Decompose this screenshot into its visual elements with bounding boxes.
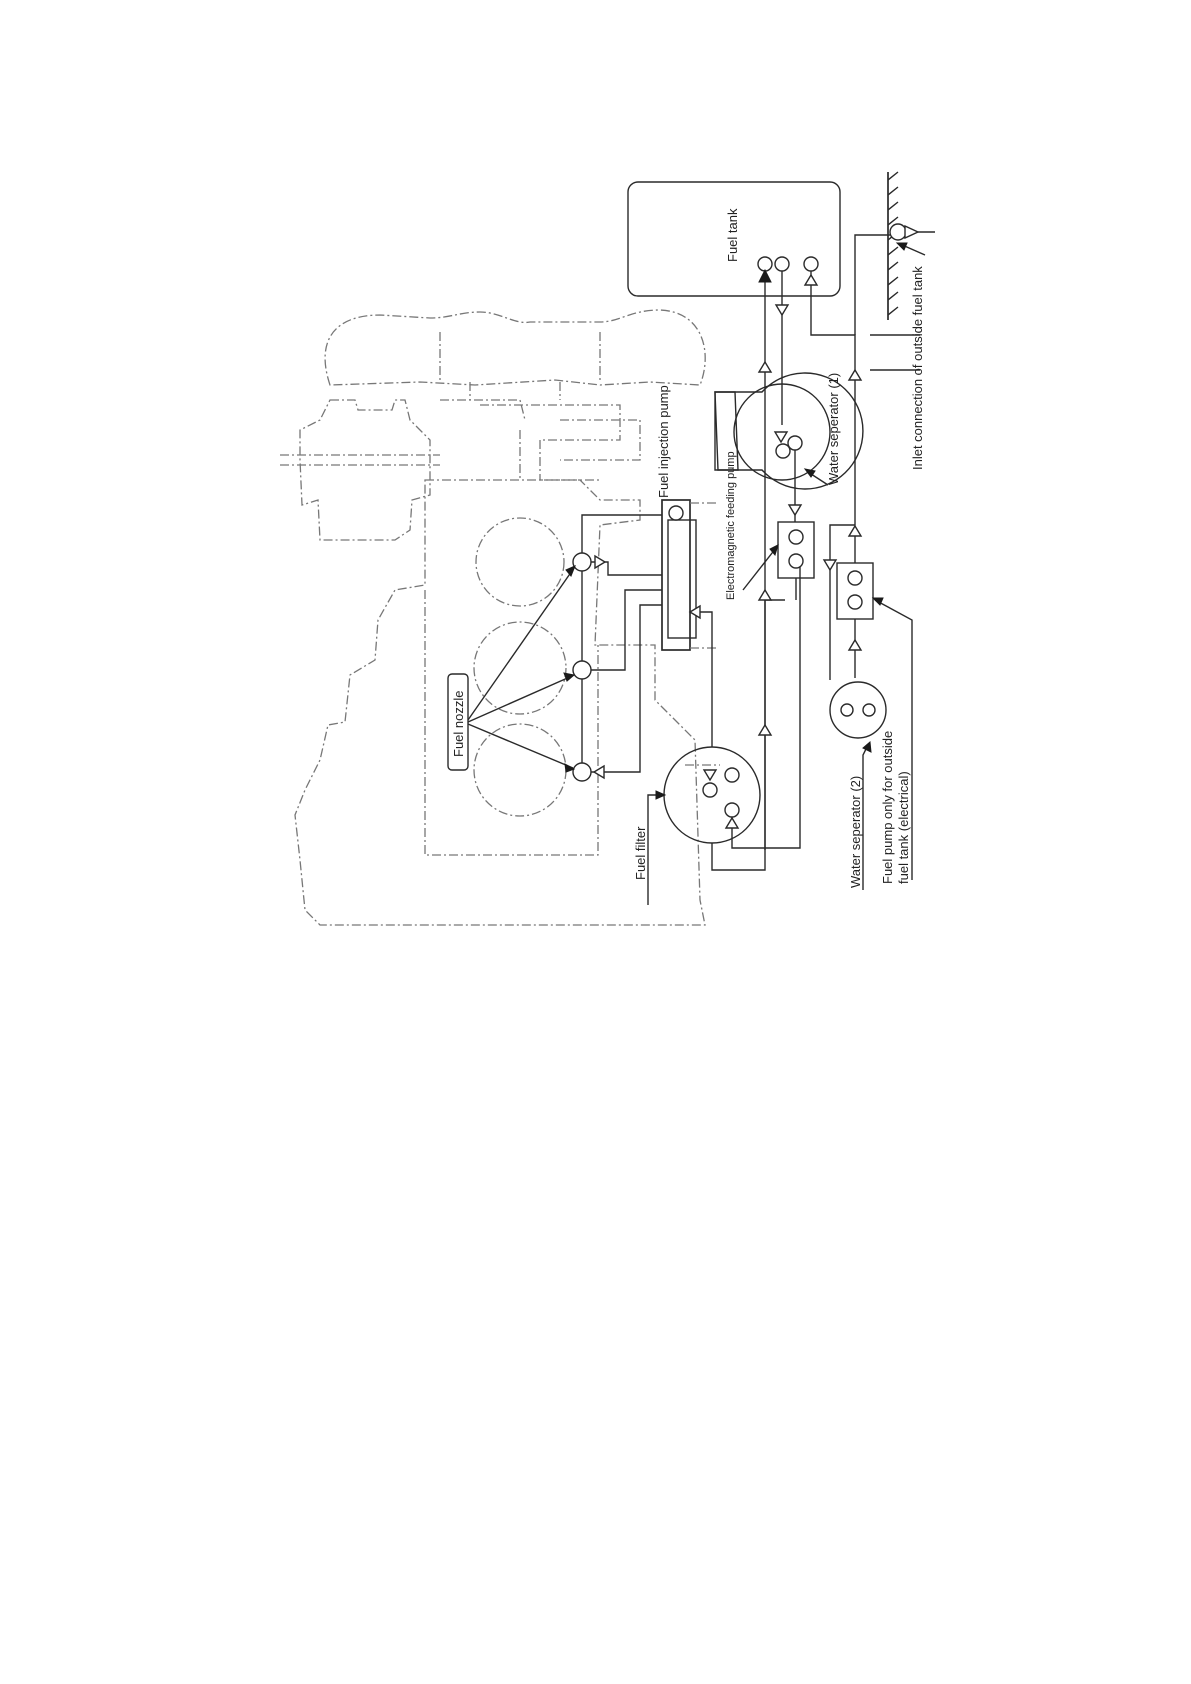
outside-fuel-system: Water seperator (2) Fuel pump only for o… xyxy=(829,524,913,890)
fuel-nozzles: Fuel nozzle xyxy=(447,514,662,782)
nozzle-1 xyxy=(572,552,592,572)
fuel-injection-pump: Fuel injection pump xyxy=(656,385,718,651)
inlet-connection: Inlet connection of outside fuel tank xyxy=(854,171,935,470)
water-separator-1-label: Water seperator (1) xyxy=(826,373,841,485)
water-separator-2-label: Water seperator (2) xyxy=(848,776,863,888)
nozzle-2 xyxy=(572,660,592,680)
electromagnetic-feeding-pump-label: Electromagnetic feeding pump xyxy=(725,451,737,600)
fuel-filter-label: Fuel filter xyxy=(633,826,648,880)
nozzle-3 xyxy=(572,762,592,782)
fuel-nozzle-label: Fuel nozzle xyxy=(451,691,466,757)
fuel-pump-outside-label-2: fuel tank (electrical) xyxy=(896,771,911,884)
electromagnetic-feeding-pump: Electromagnetic feeding pump xyxy=(725,451,815,600)
fuel-injection-pump-label: Fuel injection pump xyxy=(656,385,671,498)
fuel-pump-outside-label-1: Fuel pump only for outside xyxy=(880,731,895,884)
tank-port-outside xyxy=(803,256,819,272)
water-separator-1: Water seperator (1) xyxy=(714,372,864,490)
fuel-tank-label: Fuel tank xyxy=(725,208,740,262)
tank-port-outlet xyxy=(774,256,790,272)
fuel-filter: Fuel filter xyxy=(633,560,801,905)
water-separator-2 xyxy=(829,681,887,739)
flow-lines xyxy=(757,268,863,850)
inlet-connection-label: Inlet connection of outside fuel tank xyxy=(910,266,925,470)
